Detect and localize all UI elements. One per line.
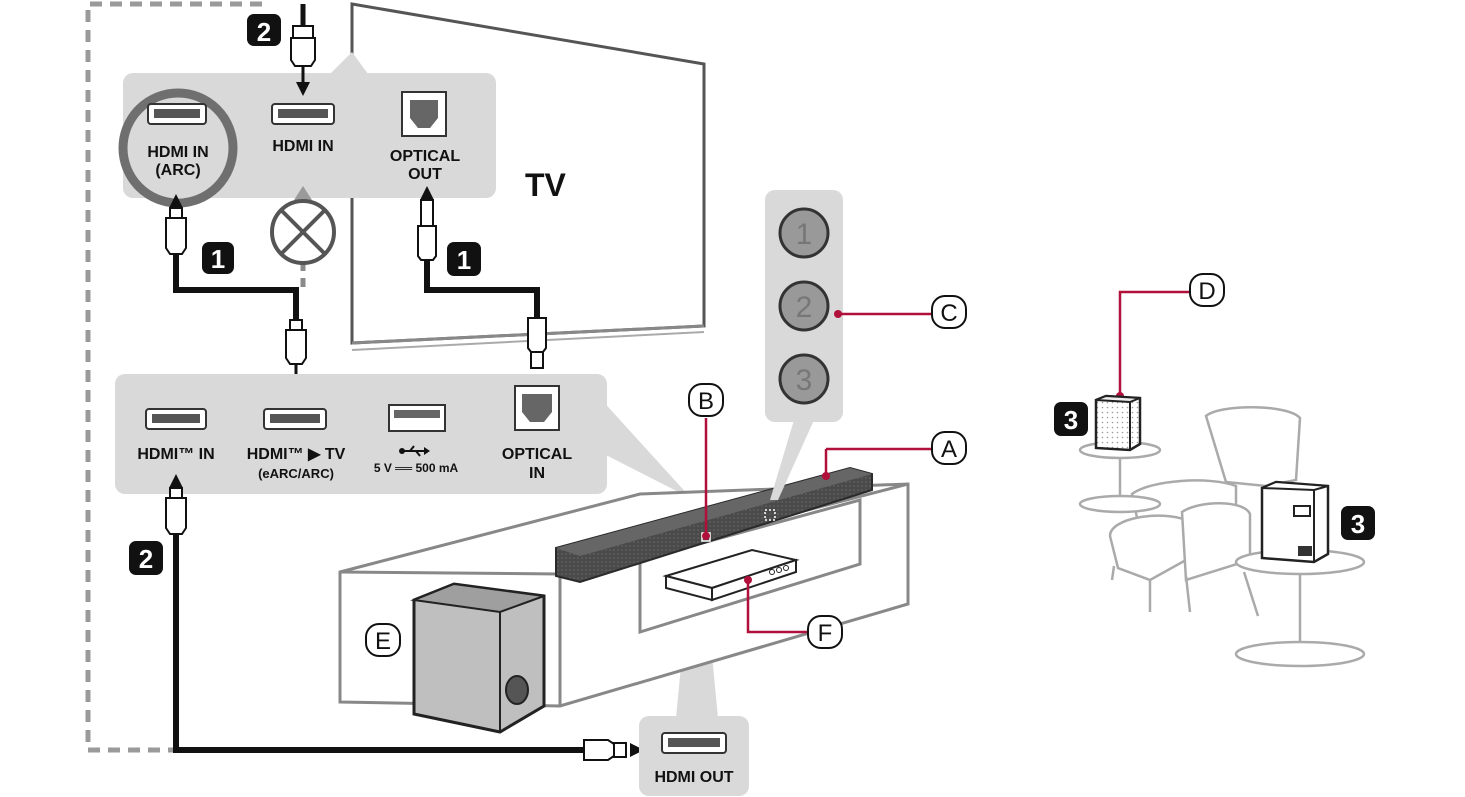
svg-text:2: 2 bbox=[796, 291, 813, 324]
mode-button-1: 1 bbox=[778, 207, 830, 259]
soundbar-hdmi-tv-sublabel: (eARC/ARC) bbox=[258, 466, 334, 481]
soundbar-hdmi-in-label: HDMI™ IN bbox=[137, 446, 214, 463]
svg-text:2: 2 bbox=[257, 17, 271, 47]
usb-icon bbox=[399, 445, 430, 457]
wireless-receiver bbox=[1260, 480, 1330, 564]
hdmi-port-icon bbox=[145, 408, 207, 430]
rear-speaker bbox=[1094, 394, 1142, 452]
optical-port-icon bbox=[514, 385, 560, 431]
soundbar-optical-in-sublabel: IN bbox=[529, 465, 545, 482]
callout-d: D bbox=[1189, 273, 1225, 307]
svg-text:1: 1 bbox=[211, 244, 225, 274]
svg-text:B: B bbox=[698, 388, 714, 415]
callout-c-dot bbox=[834, 310, 842, 318]
armchair bbox=[1108, 406, 1302, 617]
svg-text:3: 3 bbox=[1351, 509, 1365, 539]
callout-b-dot bbox=[702, 532, 710, 540]
mode-button-3: 3 bbox=[778, 353, 830, 405]
step-1-badge: 1 bbox=[202, 242, 234, 274]
soundbar-port-panel bbox=[115, 374, 607, 494]
svg-text:3: 3 bbox=[796, 364, 813, 397]
hdmi-port-icon bbox=[271, 103, 335, 125]
callout-a-dot bbox=[822, 472, 830, 480]
hdmi-arc-cable bbox=[165, 194, 307, 388]
usb-spec-label: 5 V ══ 500 mA bbox=[374, 461, 459, 475]
soundbar-hdmi-tv-label: HDMI™ ▶ TV bbox=[247, 446, 346, 463]
not-allowed-icon bbox=[270, 186, 336, 290]
soundbar-panel-pointer bbox=[600, 398, 710, 508]
optical-cable bbox=[417, 186, 547, 392]
svg-text:3: 3 bbox=[1064, 405, 1078, 435]
callout-a: A bbox=[931, 431, 967, 465]
svg-text:E: E bbox=[375, 628, 391, 655]
hdmi-port-icon bbox=[263, 408, 327, 430]
svg-text:1: 1 bbox=[796, 218, 813, 251]
step-2-badge: 2 bbox=[247, 14, 281, 47]
buttons-panel-pointer bbox=[770, 420, 814, 500]
svg-text:2: 2 bbox=[139, 544, 153, 574]
tv-label: TV bbox=[525, 167, 567, 203]
svg-text:C: C bbox=[940, 300, 957, 327]
step-3-badge: 3 bbox=[1341, 506, 1375, 540]
callout-d-leader bbox=[1118, 290, 1190, 396]
hdmi-port-icon bbox=[661, 732, 727, 754]
optical-port-icon bbox=[401, 91, 447, 137]
dashed-alt-route bbox=[85, 1, 270, 753]
svg-text:1: 1 bbox=[457, 245, 471, 275]
mode-button-2: 2 bbox=[778, 280, 830, 332]
hdmi-plug-icon bbox=[290, 4, 316, 96]
source-device bbox=[662, 548, 800, 602]
hdmi-port-icon bbox=[147, 103, 207, 125]
tv-panel-pointer bbox=[330, 52, 368, 74]
svg-text:F: F bbox=[818, 620, 833, 647]
source-hdmi-out-label: HDMI OUT bbox=[654, 769, 733, 786]
callout-f-dot bbox=[744, 576, 752, 584]
tv-hdmi-in-label: HDMI IN bbox=[272, 138, 333, 155]
soundbar-optical-in-label: OPTICAL bbox=[502, 446, 572, 463]
step-1-badge: 1 bbox=[447, 242, 481, 276]
tv-optical-out-sublabel: OUT bbox=[408, 166, 442, 183]
callout-f-leader bbox=[746, 578, 808, 634]
callout-e: E bbox=[365, 623, 401, 657]
callout-f: F bbox=[807, 615, 843, 649]
side-table bbox=[1078, 440, 1162, 514]
callout-c: C bbox=[931, 295, 967, 329]
step-2-badge: 2 bbox=[129, 541, 163, 575]
tv-optical-out-label: OPTICAL bbox=[390, 148, 460, 165]
subwoofer bbox=[410, 582, 546, 734]
tv-hdmi-arc-sublabel: (ARC) bbox=[155, 162, 200, 179]
hdmi-source-cable bbox=[165, 474, 644, 761]
tv-hdmi-arc-label: HDMI IN bbox=[147, 144, 208, 161]
callout-b: B bbox=[688, 383, 724, 417]
svg-text:A: A bbox=[941, 436, 957, 463]
step-3-badge: 3 bbox=[1054, 402, 1088, 436]
usb-port-icon bbox=[388, 404, 446, 432]
svg-text:D: D bbox=[1198, 278, 1215, 305]
soundbar bbox=[555, 466, 873, 584]
